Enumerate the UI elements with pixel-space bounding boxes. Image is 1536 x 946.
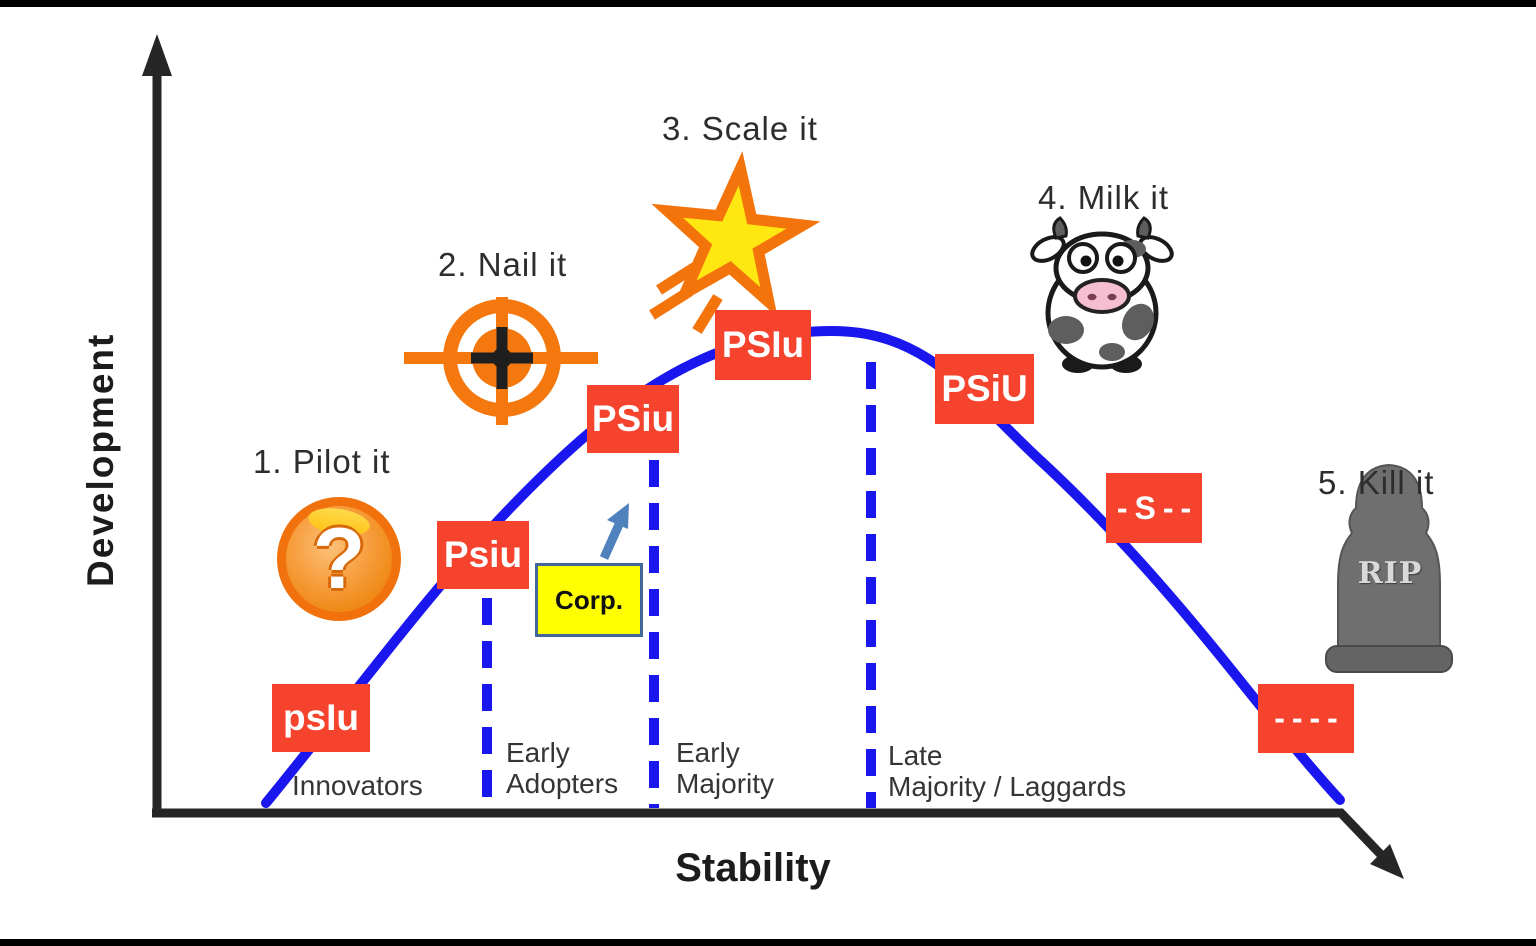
tombstone-base xyxy=(1325,645,1453,673)
segment-label-line: Early xyxy=(676,737,740,768)
cow-horn xyxy=(1052,216,1068,240)
x-axis-label: Stability xyxy=(675,846,831,890)
segment-label-late-majority-laggards: Late Majority / Laggards xyxy=(888,740,1126,802)
lifecycle-curve xyxy=(261,325,1345,808)
cow-spot xyxy=(1122,303,1154,341)
stage-title-scale: 3. Scale it xyxy=(662,110,818,147)
curve-box-label: psIu xyxy=(282,697,360,738)
curve-box-5-milk: PSiU xyxy=(935,354,1034,424)
tombstone-body xyxy=(1337,463,1441,653)
stage-title-milk: 4. Milk it xyxy=(1038,179,1170,216)
segment-label-innovators: Innovators xyxy=(292,770,423,801)
tombstone-rip-label: RIP xyxy=(1357,556,1423,591)
corp-label: Corp. xyxy=(555,584,623,615)
curve-box-4-scale: PSIu xyxy=(715,310,811,380)
segment-dividers xyxy=(482,362,876,808)
curve-box-2-nail: Psiu xyxy=(437,521,529,589)
curve-box-label: Psiu xyxy=(443,534,523,575)
corp-box: Corp. xyxy=(535,563,643,637)
shooting-star-icon xyxy=(649,151,821,334)
cow-spot xyxy=(1099,343,1125,361)
segment-label-line: Early xyxy=(506,737,570,768)
cow-horn xyxy=(1136,216,1152,240)
segment-label-early-adopters: Early Adopters xyxy=(506,737,618,799)
segment-label-line: Majority xyxy=(676,768,775,799)
cow-ear xyxy=(1030,235,1066,263)
top-letterbox-bar xyxy=(0,0,1536,7)
stage-title-pilot: 1. Pilot it xyxy=(253,443,391,480)
curve-box-3-rise: PSiu xyxy=(587,385,679,453)
stage-title-kill: 5. Kill it xyxy=(1318,464,1435,501)
tombstone-icon xyxy=(1325,463,1453,673)
question-ball-icon: ? xyxy=(277,497,401,621)
cow-spot xyxy=(1048,316,1084,344)
corp-arrow xyxy=(599,503,629,560)
curve-box-7-dead: ---- xyxy=(1258,684,1354,753)
y-axis-label: Development xyxy=(80,332,121,588)
segment-label-line: Innovators xyxy=(292,770,423,801)
curve-box-1-pilot: psIu xyxy=(272,684,370,752)
star-trail-dash xyxy=(692,294,723,334)
cow-pupil xyxy=(1080,255,1092,267)
segment-label-line: Majority / Laggards xyxy=(888,771,1127,802)
target-outer-ring xyxy=(443,299,561,417)
y-axis-arrowhead xyxy=(142,34,172,76)
cow-pupil xyxy=(1112,255,1124,267)
curve-box-label: ---- xyxy=(1274,700,1345,736)
curve-box-label: PSiu xyxy=(591,398,675,439)
corp-arrow-head xyxy=(607,503,629,529)
x-axis-arrowhead xyxy=(1370,844,1404,879)
bottom-letterbox-bar xyxy=(0,939,1536,946)
cow-muzzle xyxy=(1073,278,1131,314)
cow-ear xyxy=(1138,235,1174,263)
segment-label-line: Late xyxy=(888,740,943,771)
segment-label-early-majority: Early Majority xyxy=(676,737,774,799)
target-icon xyxy=(404,297,598,425)
cow-nostril xyxy=(1087,293,1097,301)
corp-arrow-shaft xyxy=(599,518,626,560)
star-shape xyxy=(651,151,821,318)
curve-box-label: PSIu xyxy=(721,324,805,365)
question-mark: ? xyxy=(312,510,366,607)
axes xyxy=(142,34,1404,879)
cow-icon xyxy=(1030,216,1174,373)
curve-box-label: PSiU xyxy=(941,368,1028,409)
curve-box-label: -S-- xyxy=(1116,489,1199,526)
cow-nostril xyxy=(1107,293,1117,301)
target-center-dot xyxy=(492,348,512,368)
x-axis xyxy=(152,808,1391,865)
stage-title-nail: 2. Nail it xyxy=(438,246,568,283)
curve-box-6-decline: -S-- xyxy=(1106,473,1202,543)
segment-label-line: Adopters xyxy=(506,768,619,799)
